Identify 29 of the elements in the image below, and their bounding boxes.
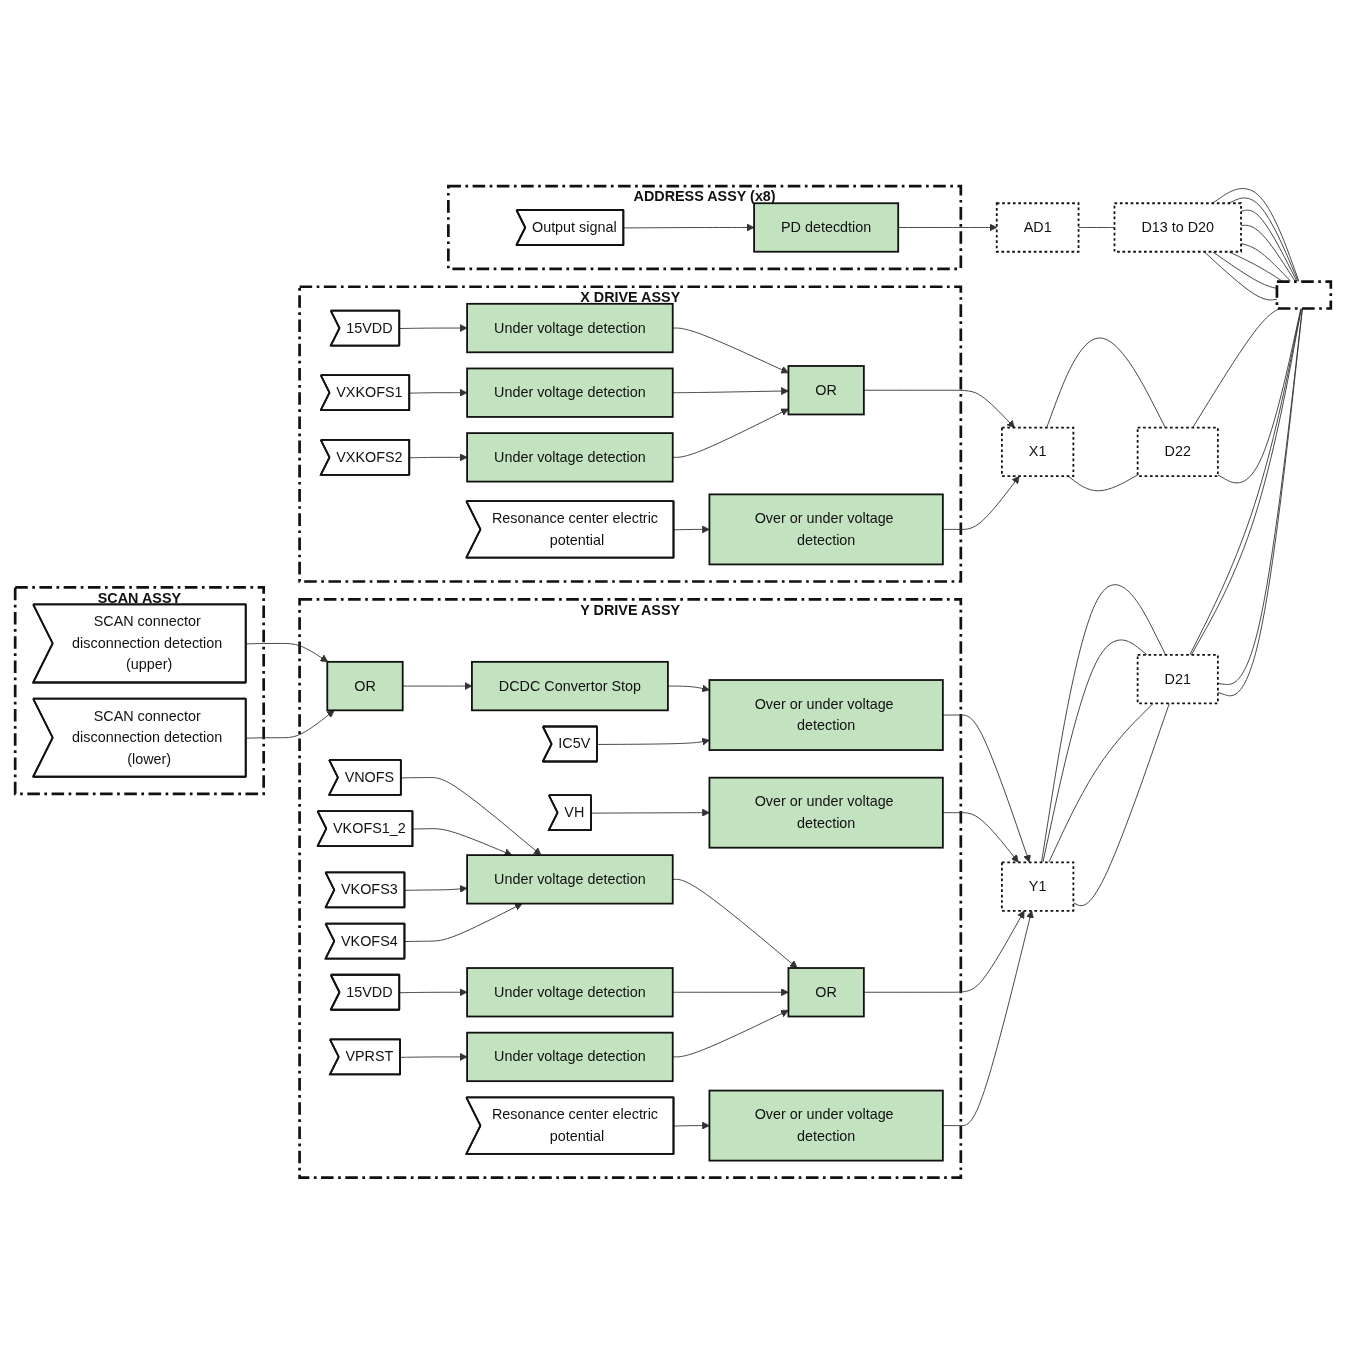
connector (1067, 474, 1138, 492)
node-box: Under voltage detection (465, 302, 674, 354)
connector (1041, 639, 1148, 863)
node-box: AD1 (995, 202, 1079, 253)
connector (1203, 251, 1277, 301)
node-box: Over or under voltage detection (708, 493, 944, 566)
connector (1072, 702, 1170, 907)
node-box: Under voltage detection (465, 432, 674, 483)
node-box: Under voltage detection (465, 854, 674, 905)
node-box: OR (325, 661, 404, 712)
node-box: Under voltage detection (465, 967, 674, 1018)
node-box: X1 (1000, 426, 1074, 478)
node-box: Over or under voltage detection (708, 776, 944, 849)
connector (1211, 251, 1277, 289)
node-box: D21 (1136, 654, 1219, 705)
node-box: D22 (1136, 426, 1219, 478)
node-box: OR (787, 967, 865, 1018)
node-box: OR (787, 365, 865, 416)
node-box: Under voltage detection (465, 1031, 674, 1083)
node-box: DCDC Convertor Stop (470, 661, 669, 712)
node-box: Over or under voltage detection (708, 1089, 944, 1162)
connector (1040, 584, 1166, 863)
node-box: Under voltage detection (465, 367, 674, 418)
node-box: Over or under voltage detection (708, 679, 944, 751)
connector (1047, 702, 1154, 863)
node-box: Y1 (1000, 861, 1074, 912)
node-box (1275, 280, 1332, 310)
connector (1045, 337, 1166, 429)
node-box: D13 to D20 (1113, 202, 1242, 253)
